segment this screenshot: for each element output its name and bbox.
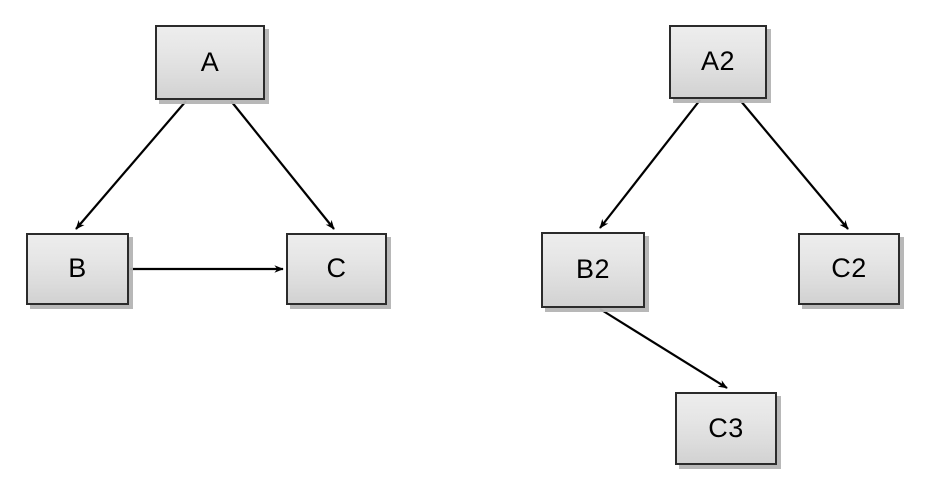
edge-a2-to-c2 bbox=[739, 99, 849, 230]
node-label: C2 bbox=[831, 253, 867, 283]
node-b[interactable]: B bbox=[26, 233, 129, 305]
node-label: C bbox=[326, 253, 347, 283]
edge-b2-to-c3 bbox=[599, 308, 728, 389]
node-a[interactable]: A bbox=[155, 25, 265, 100]
node-a2[interactable]: A2 bbox=[669, 25, 767, 99]
node-label: A2 bbox=[700, 46, 736, 76]
node-label: C3 bbox=[708, 412, 744, 443]
node-label: B bbox=[68, 253, 87, 283]
node-c3[interactable]: C3 bbox=[675, 392, 777, 465]
edge-group bbox=[75, 99, 849, 389]
node-b2[interactable]: B2 bbox=[541, 232, 645, 308]
edge-a2-to-b2 bbox=[599, 99, 701, 229]
node-label: A bbox=[200, 46, 220, 77]
node-c2[interactable]: C2 bbox=[798, 233, 900, 305]
node-label: B2 bbox=[575, 254, 611, 284]
node-c[interactable]: C bbox=[286, 233, 387, 305]
edge-a-to-b bbox=[75, 100, 187, 230]
edge-a-to-c bbox=[230, 100, 335, 230]
